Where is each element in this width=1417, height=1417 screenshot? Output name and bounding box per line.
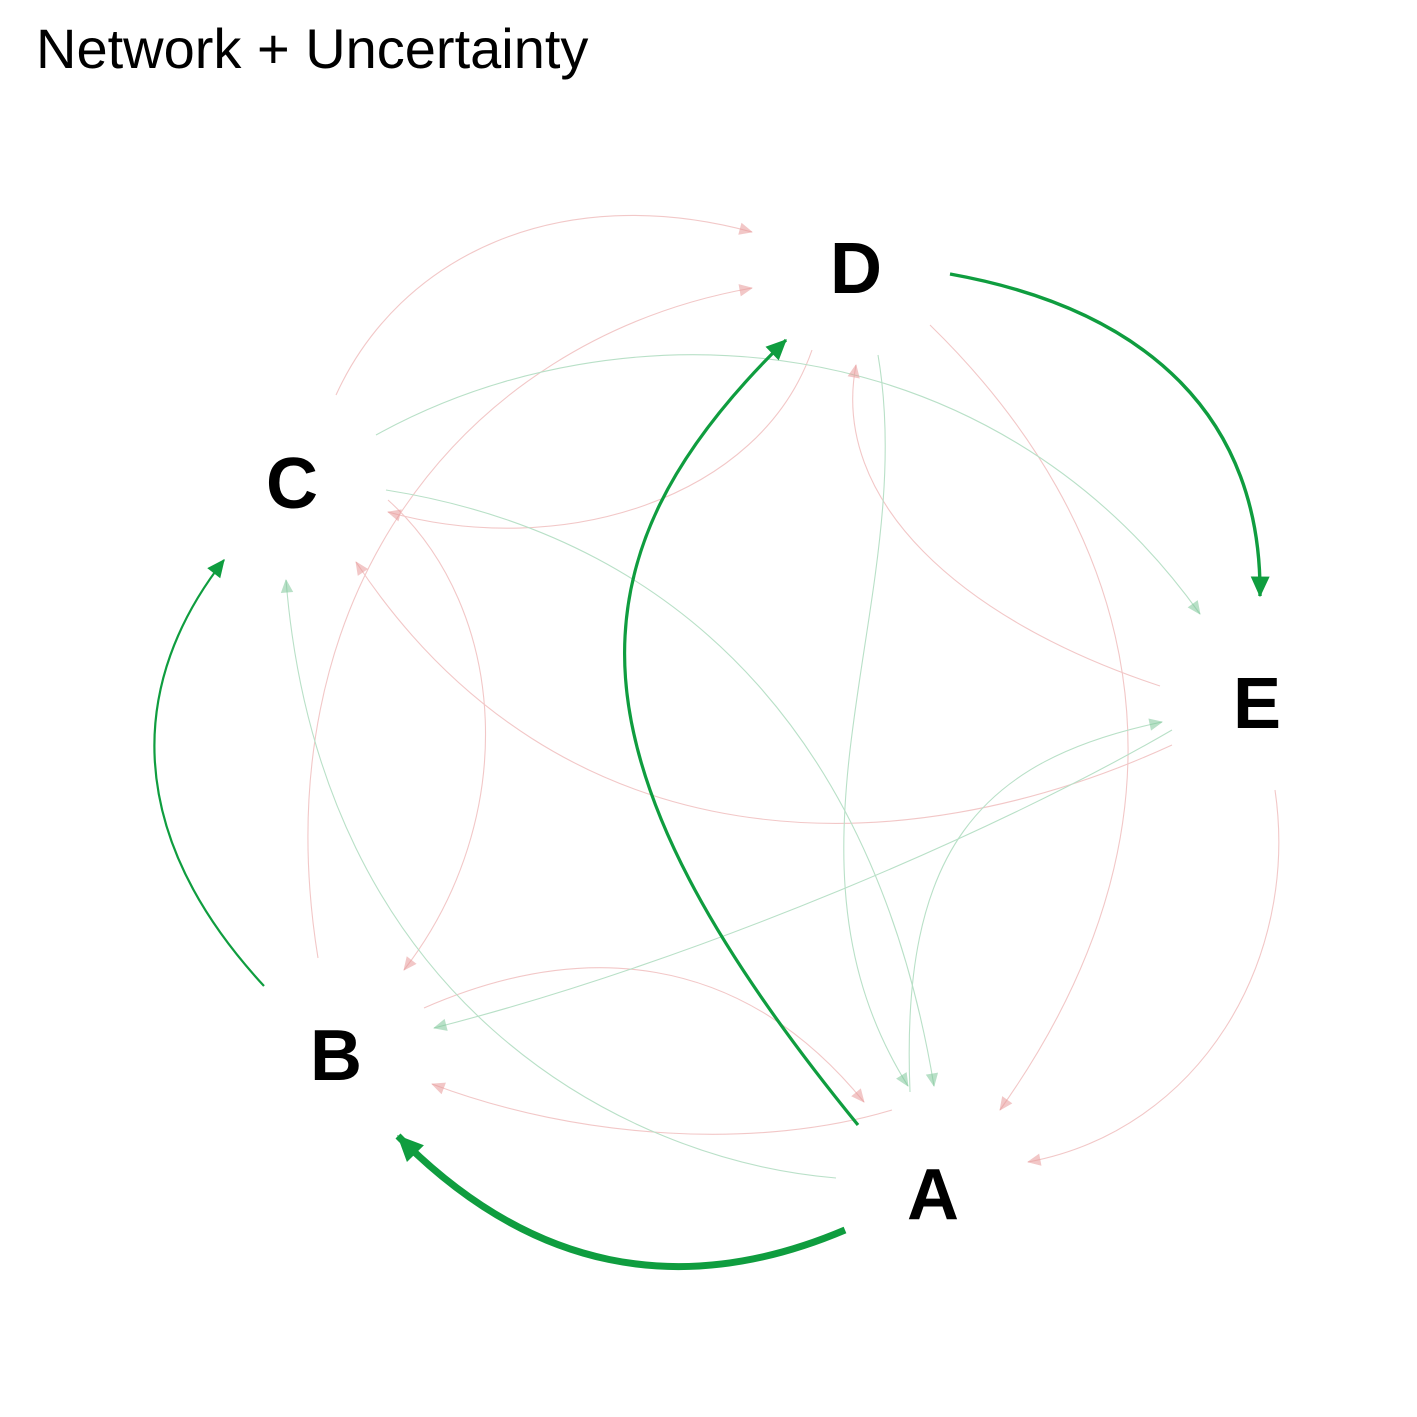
- edge-a-to-b-faint-arrowhead: [431, 1082, 446, 1095]
- edge-e-to-b: [433, 729, 1173, 1029]
- edge-e-to-b-arrowhead: [433, 1018, 448, 1031]
- edge-a-to-c: [285, 579, 837, 1179]
- edge-e-to-a: [1027, 789, 1280, 1163]
- edge-b-to-d-arrowhead: [738, 284, 753, 297]
- edge-b-to-a-arrowhead: [851, 1088, 865, 1103]
- edge-a-to-d: [622, 338, 860, 1127]
- edge-a-to-b: [395, 1133, 847, 1271]
- edge-d-to-a-green: [843, 354, 909, 1087]
- edge-c-to-a-arrowhead: [925, 1072, 939, 1087]
- edge-a-to-b-arrowhead: [397, 1135, 424, 1163]
- node-a: A: [907, 1155, 959, 1235]
- plot-title: Network + Uncertainty: [36, 17, 589, 80]
- edge-d-to-a-red-arrowhead: [999, 1096, 1013, 1111]
- edge-c-to-d-outer: [335, 214, 753, 396]
- edge-e-to-a-arrowhead: [1027, 1153, 1042, 1166]
- edge-d-to-a-green-arrowhead: [896, 1072, 909, 1087]
- node-c: C: [266, 444, 318, 524]
- edge-c-to-a: [385, 489, 935, 1087]
- edge-c-to-b: [387, 499, 486, 971]
- edge-a-to-e: [908, 721, 1163, 1093]
- edge-d-to-e-arrowhead: [1250, 576, 1270, 598]
- edge-b-to-d: [307, 287, 753, 959]
- edge-d-to-c-arrowhead: [387, 509, 402, 522]
- node-e: E: [1233, 664, 1281, 744]
- edge-c-to-e-arrowhead: [1187, 600, 1201, 615]
- node-d: D: [830, 229, 882, 309]
- edge-d-to-a-red: [929, 324, 1129, 1111]
- edge-a-to-c-arrowhead: [280, 579, 294, 594]
- edge-a-to-b-faint: [431, 1083, 893, 1135]
- edge-a-to-d-arrowhead: [765, 339, 787, 361]
- edge-e-to-d-arrowhead: [847, 364, 860, 379]
- edge-b-to-e: [380, 615, 1160, 965]
- edge-b-to-c-arrowhead: [207, 559, 225, 579]
- edge-e-to-c: [355, 561, 1173, 824]
- edge-b-to-c: [153, 559, 265, 987]
- edge-d-to-e: [949, 272, 1262, 597]
- edge-c-to-d-outer-arrowhead: [738, 222, 753, 235]
- edge-b-to-a: [423, 967, 865, 1103]
- edge-e-to-c-arrowhead: [355, 561, 369, 576]
- edge-c-to-e: [375, 354, 1201, 615]
- edge-d-to-c: [387, 349, 813, 529]
- edge-a-to-e-arrowhead: [1148, 718, 1163, 731]
- edge-c-to-b-arrowhead: [403, 956, 417, 971]
- edge-e-to-d: [852, 364, 1161, 687]
- node-b: B: [310, 1016, 362, 1096]
